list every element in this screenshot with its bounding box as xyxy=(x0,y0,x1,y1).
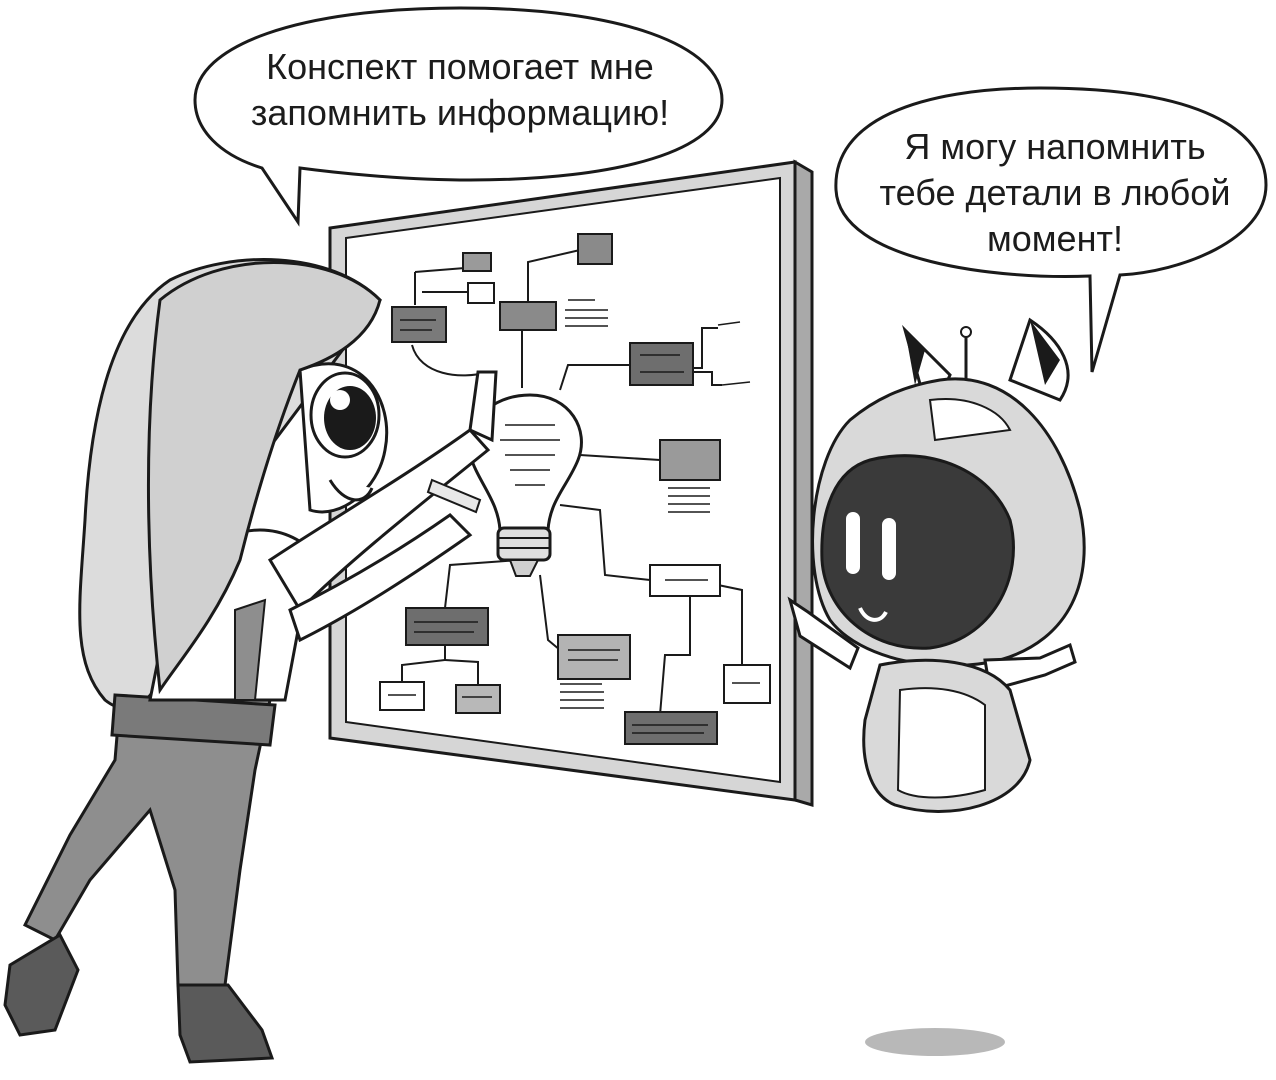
robot-speech-line-1: Я могу напомнить xyxy=(904,126,1206,167)
robot-speech-bubble xyxy=(834,86,1268,373)
robot-character xyxy=(787,317,1086,813)
girl-character xyxy=(3,258,498,1064)
girl-speech-bubble xyxy=(193,6,724,227)
girl-speech-line-2: запомнить информацию! xyxy=(250,92,670,133)
robot-shadow xyxy=(865,1028,1005,1056)
robot-speech-line-3: момент! xyxy=(987,218,1123,259)
light-bulb-icon xyxy=(467,393,583,577)
robot-speech-text: Я могу напомнить тебе детали в любой мом… xyxy=(845,124,1265,262)
girl-speech-line-1: Конспект помогает мне xyxy=(266,46,654,87)
robot-speech-line-2: тебе детали в любой xyxy=(879,172,1231,213)
girl-speech-text: Конспект помогает мне запомнить информац… xyxy=(205,44,715,136)
